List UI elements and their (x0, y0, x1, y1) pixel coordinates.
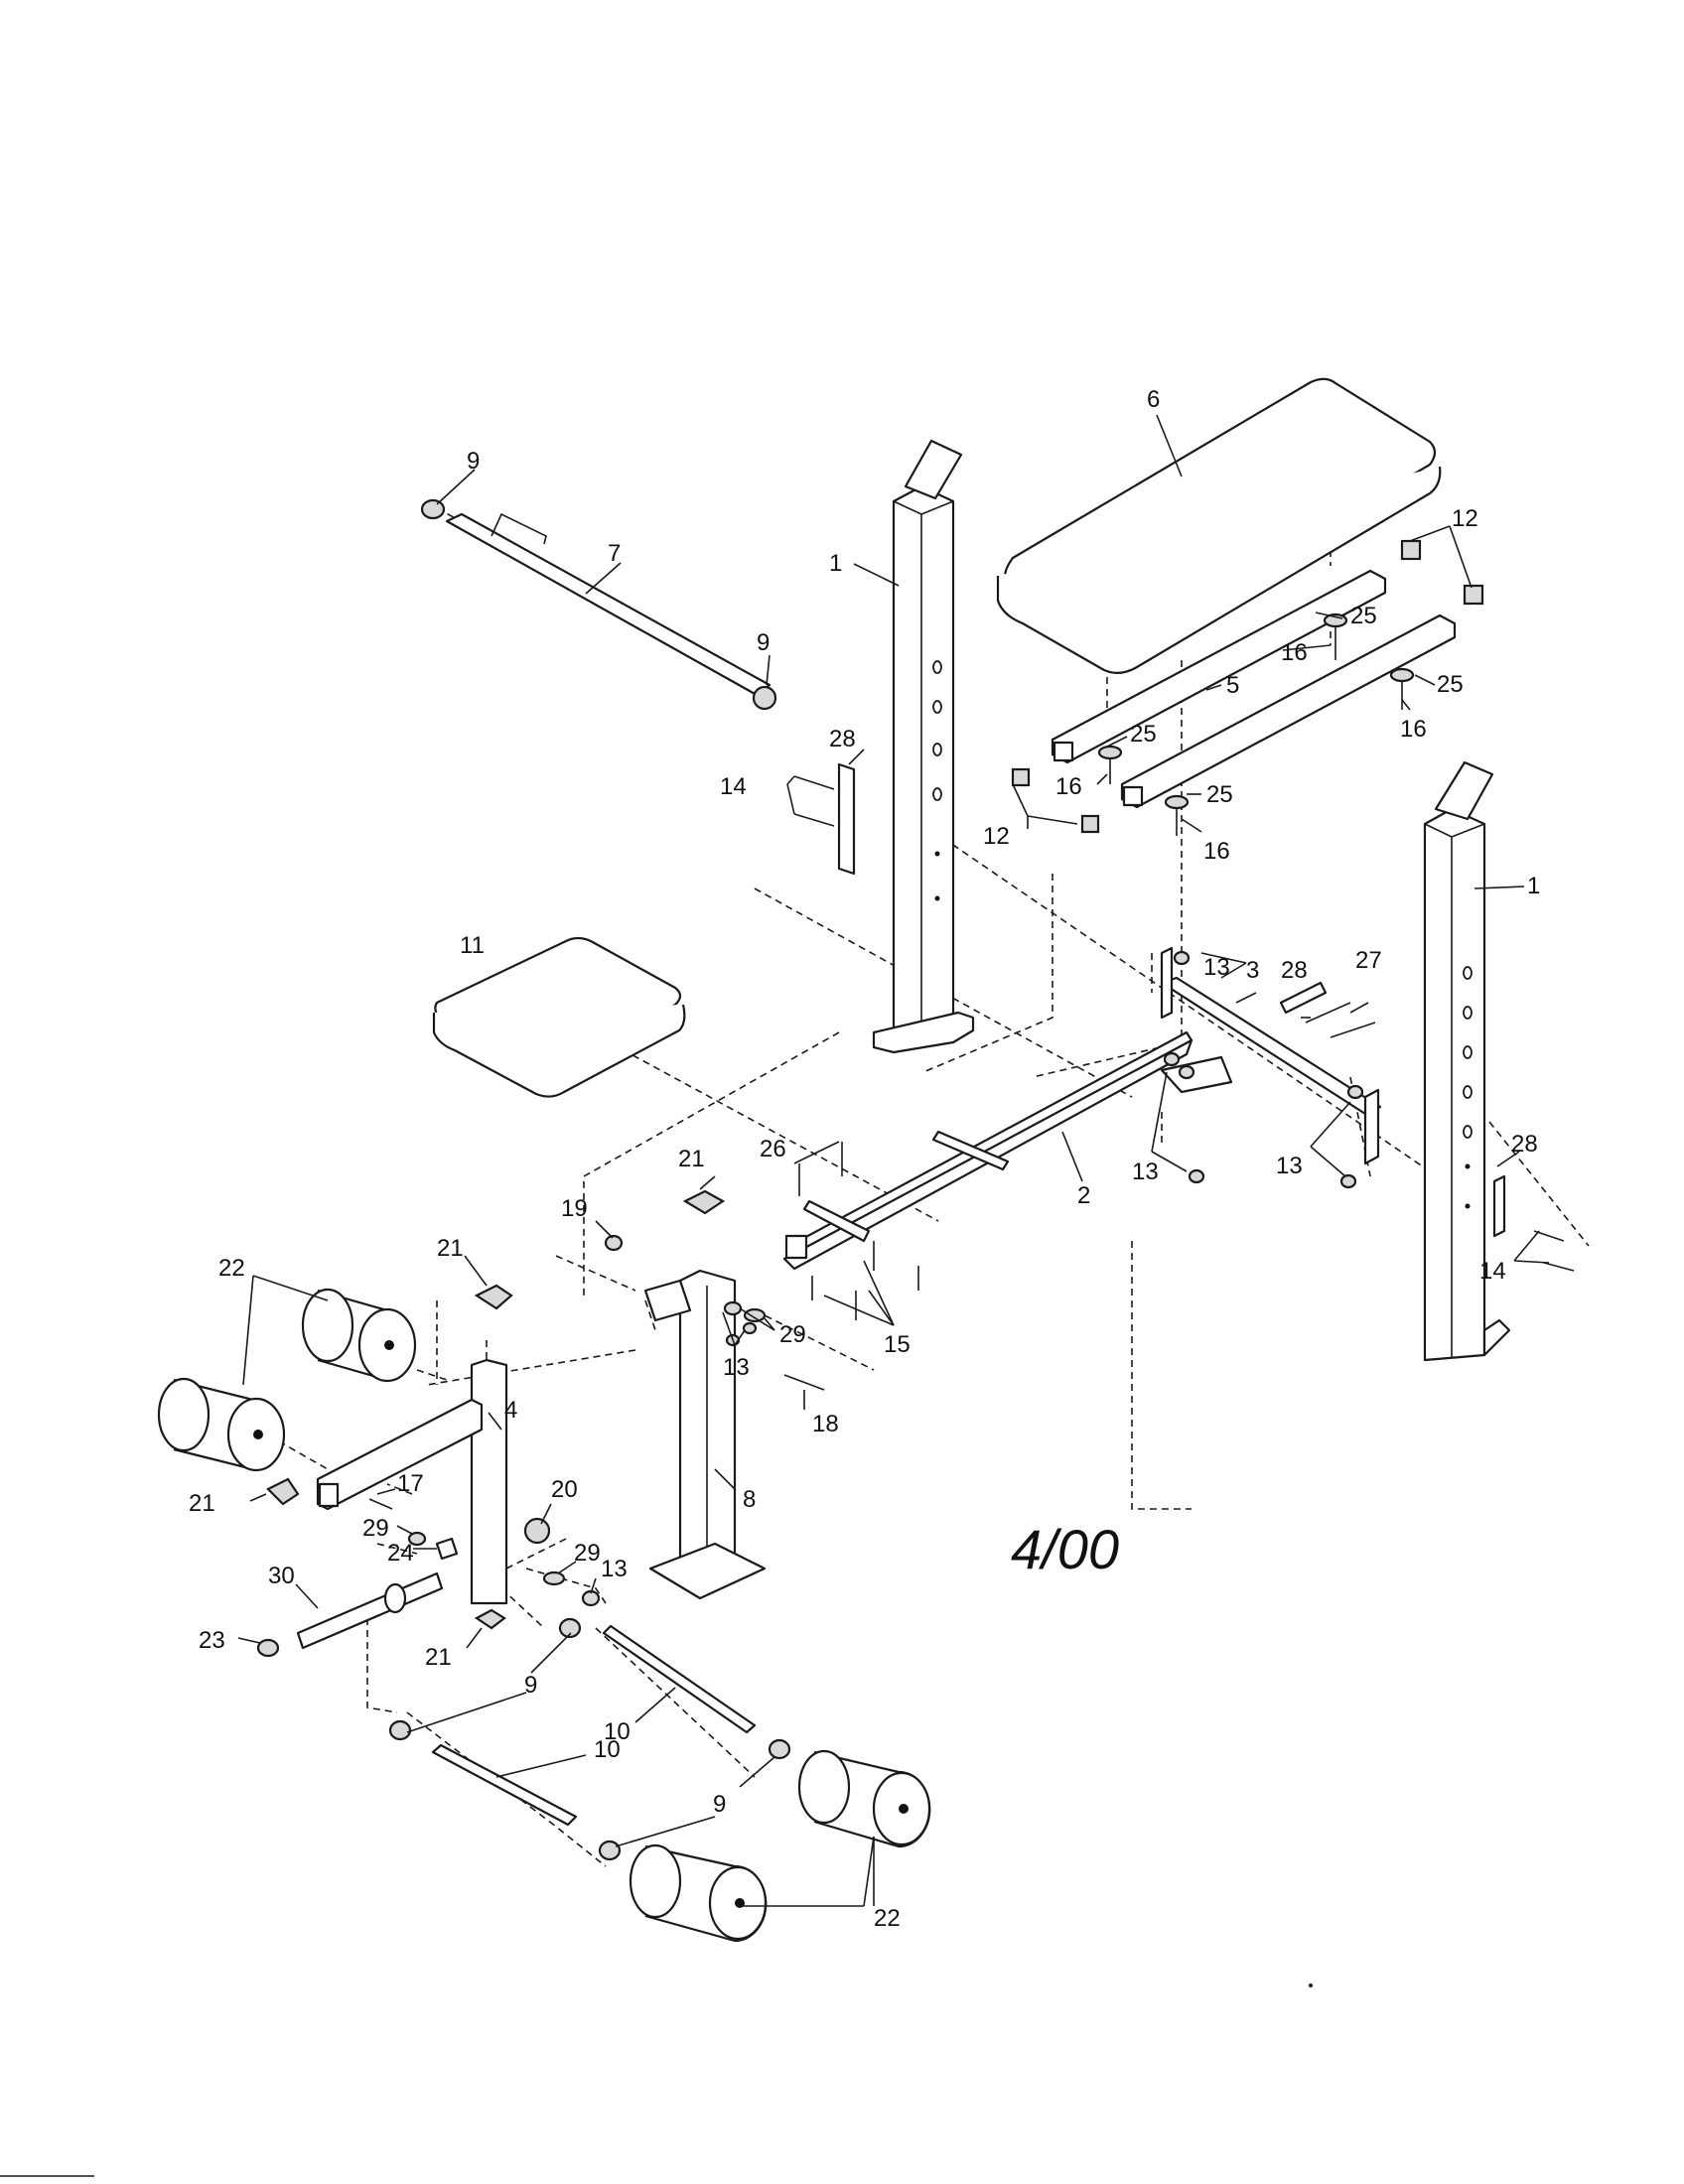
callout-15: 15 (884, 1331, 911, 1358)
callout-22: 22 (874, 1905, 901, 1932)
callout-25: 25 (1206, 781, 1233, 808)
callout-16: 16 (1203, 838, 1230, 865)
callout-27: 27 (1355, 947, 1382, 974)
callout-14: 14 (1479, 1258, 1506, 1285)
callout-9: 9 (524, 1672, 537, 1699)
callout-19: 19 (561, 1195, 588, 1222)
washers-bolts (1097, 613, 1415, 836)
brackets (1011, 539, 1484, 834)
callout-28: 28 (829, 726, 856, 752)
callouts: 9 7 9 1 6 12 25 16 5 25 16 25 16 25 16 1… (189, 386, 1540, 1932)
seat-rails (1051, 569, 1457, 809)
callout-8: 8 (743, 1486, 756, 1513)
callout-29: 29 (362, 1515, 389, 1542)
callout-13: 13 (1203, 954, 1230, 981)
callout-25: 25 (1350, 603, 1377, 629)
callout-13: 13 (1276, 1153, 1303, 1179)
callout-17: 17 (397, 1470, 424, 1497)
callout-10: 10 (604, 1718, 631, 1745)
callout-1: 1 (829, 550, 842, 577)
callout-21: 21 (678, 1146, 705, 1172)
callout-9: 9 (467, 448, 480, 475)
foam-rollers (157, 1288, 931, 1943)
callout-23: 23 (199, 1627, 225, 1654)
callout-22: 22 (218, 1255, 245, 1282)
bolts (793, 762, 1575, 1320)
callout-29: 29 (574, 1540, 601, 1567)
callout-16: 16 (1400, 716, 1427, 743)
callout-20: 20 (551, 1476, 578, 1503)
callout-24: 24 (387, 1540, 414, 1567)
callout-14: 14 (720, 773, 747, 800)
callout-21: 21 (425, 1644, 452, 1671)
callout-16: 16 (1281, 639, 1308, 666)
callout-7: 7 (608, 540, 621, 567)
nuts (1163, 950, 1364, 1189)
leg-lever (420, 498, 777, 711)
callout-30: 30 (268, 1563, 295, 1589)
callout-28: 28 (1281, 957, 1308, 984)
callout-4: 4 (504, 1397, 517, 1424)
end-caps (266, 1189, 726, 1630)
roller-tubes (388, 1617, 791, 1861)
callout-26: 26 (760, 1136, 786, 1162)
callout-12: 12 (983, 823, 1010, 850)
callout-9: 9 (757, 629, 770, 656)
crossbar-frame (1160, 946, 1382, 1165)
main-frame (782, 1030, 1193, 1271)
callout-10: 10 (594, 1736, 621, 1763)
callout-18: 18 (812, 1411, 839, 1437)
callout-12: 12 (1452, 505, 1478, 532)
bench-pad (996, 377, 1442, 674)
seat-pad (432, 936, 686, 1098)
leg-arm (316, 1358, 508, 1605)
callout-3: 3 (1246, 957, 1259, 984)
speck (1309, 1983, 1313, 1987)
callout-28: 28 (1511, 1131, 1538, 1158)
callout-29: 29 (779, 1321, 806, 1348)
callout-25: 25 (1130, 721, 1157, 748)
callout-13: 13 (1132, 1159, 1159, 1185)
callout-16: 16 (1055, 773, 1082, 800)
leader-lines (237, 414, 1550, 1907)
upright-post-left (872, 439, 975, 1054)
callout-11: 11 (460, 932, 485, 959)
date-mark: 4/00 (1011, 1518, 1119, 1580)
callout-21: 21 (437, 1235, 464, 1262)
upright-post-right (1423, 760, 1511, 1362)
center-post (643, 1269, 767, 1600)
callout-1: 1 (1527, 873, 1540, 899)
callout-21: 21 (189, 1490, 215, 1517)
callout-13: 13 (723, 1354, 750, 1381)
callout-6: 6 (1147, 386, 1160, 413)
callout-2: 2 (1077, 1182, 1090, 1209)
callout-25: 25 (1437, 671, 1464, 698)
callout-5: 5 (1226, 672, 1239, 699)
callout-9: 9 (713, 1791, 726, 1818)
pivot-pin (256, 1234, 825, 1658)
callout-13: 13 (601, 1556, 628, 1582)
